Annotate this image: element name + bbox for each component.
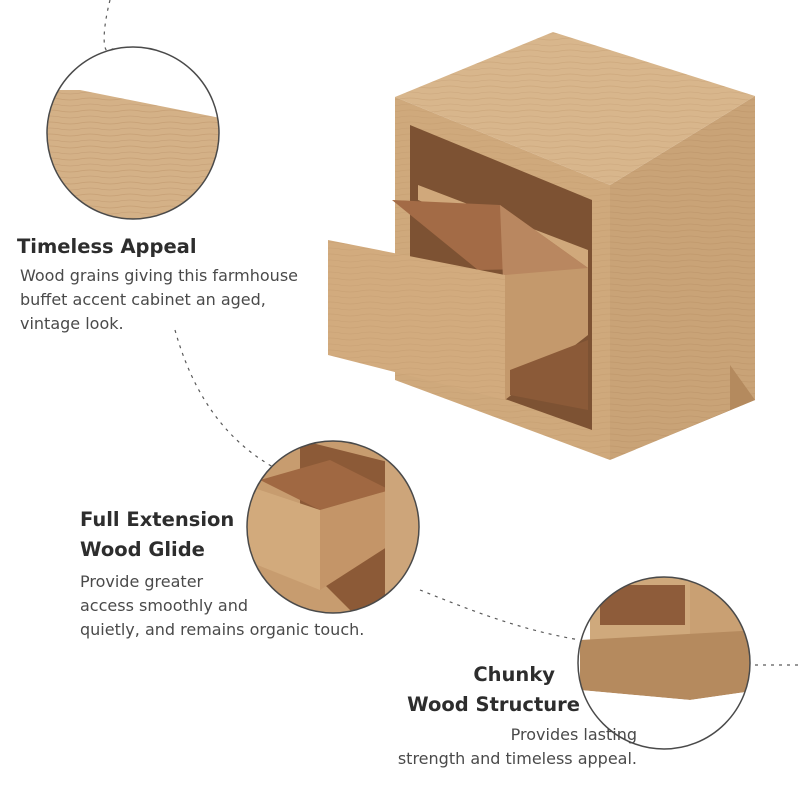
- desc-line: vintage look.: [20, 314, 124, 333]
- detail-circle-top-grain: [46, 46, 220, 220]
- desc-line: Provides lasting: [510, 725, 637, 744]
- title-line: Chunky: [473, 663, 555, 686]
- title-line: Wood Glide: [80, 538, 205, 561]
- desc-line: buffet accent cabinet an aged,: [20, 290, 266, 309]
- desc-line: Provide greater: [80, 572, 204, 591]
- desc-line: access smoothly and: [80, 596, 249, 615]
- desc-line: strength and timeless appeal.: [397, 749, 637, 768]
- desc-line: quietly, and remains organic touch.: [80, 620, 365, 639]
- feature-desc-full-extension: Provide greater access smoothly and quie…: [80, 570, 364, 642]
- nightstand-main-image: [328, 32, 755, 460]
- feature-desc-chunky-structure: Provides lasting strength and timeless a…: [398, 723, 637, 771]
- title-line: Timeless Appeal: [17, 235, 197, 258]
- feature-desc-timeless-appeal: Wood grains giving this farmhouse buffet…: [20, 264, 298, 336]
- title-line: Wood Structure: [407, 693, 580, 716]
- detail-circle-plinth-structure: [577, 576, 751, 750]
- feature-title-timeless-appeal: Timeless Appeal: [17, 232, 197, 262]
- feature-title-full-extension: Full Extension Wood Glide: [80, 505, 234, 565]
- desc-line: Wood grains giving this farmhouse: [20, 266, 298, 285]
- feature-title-chunky-structure: Chunky Wood Structure: [407, 660, 580, 720]
- title-line: Full Extension: [80, 508, 235, 531]
